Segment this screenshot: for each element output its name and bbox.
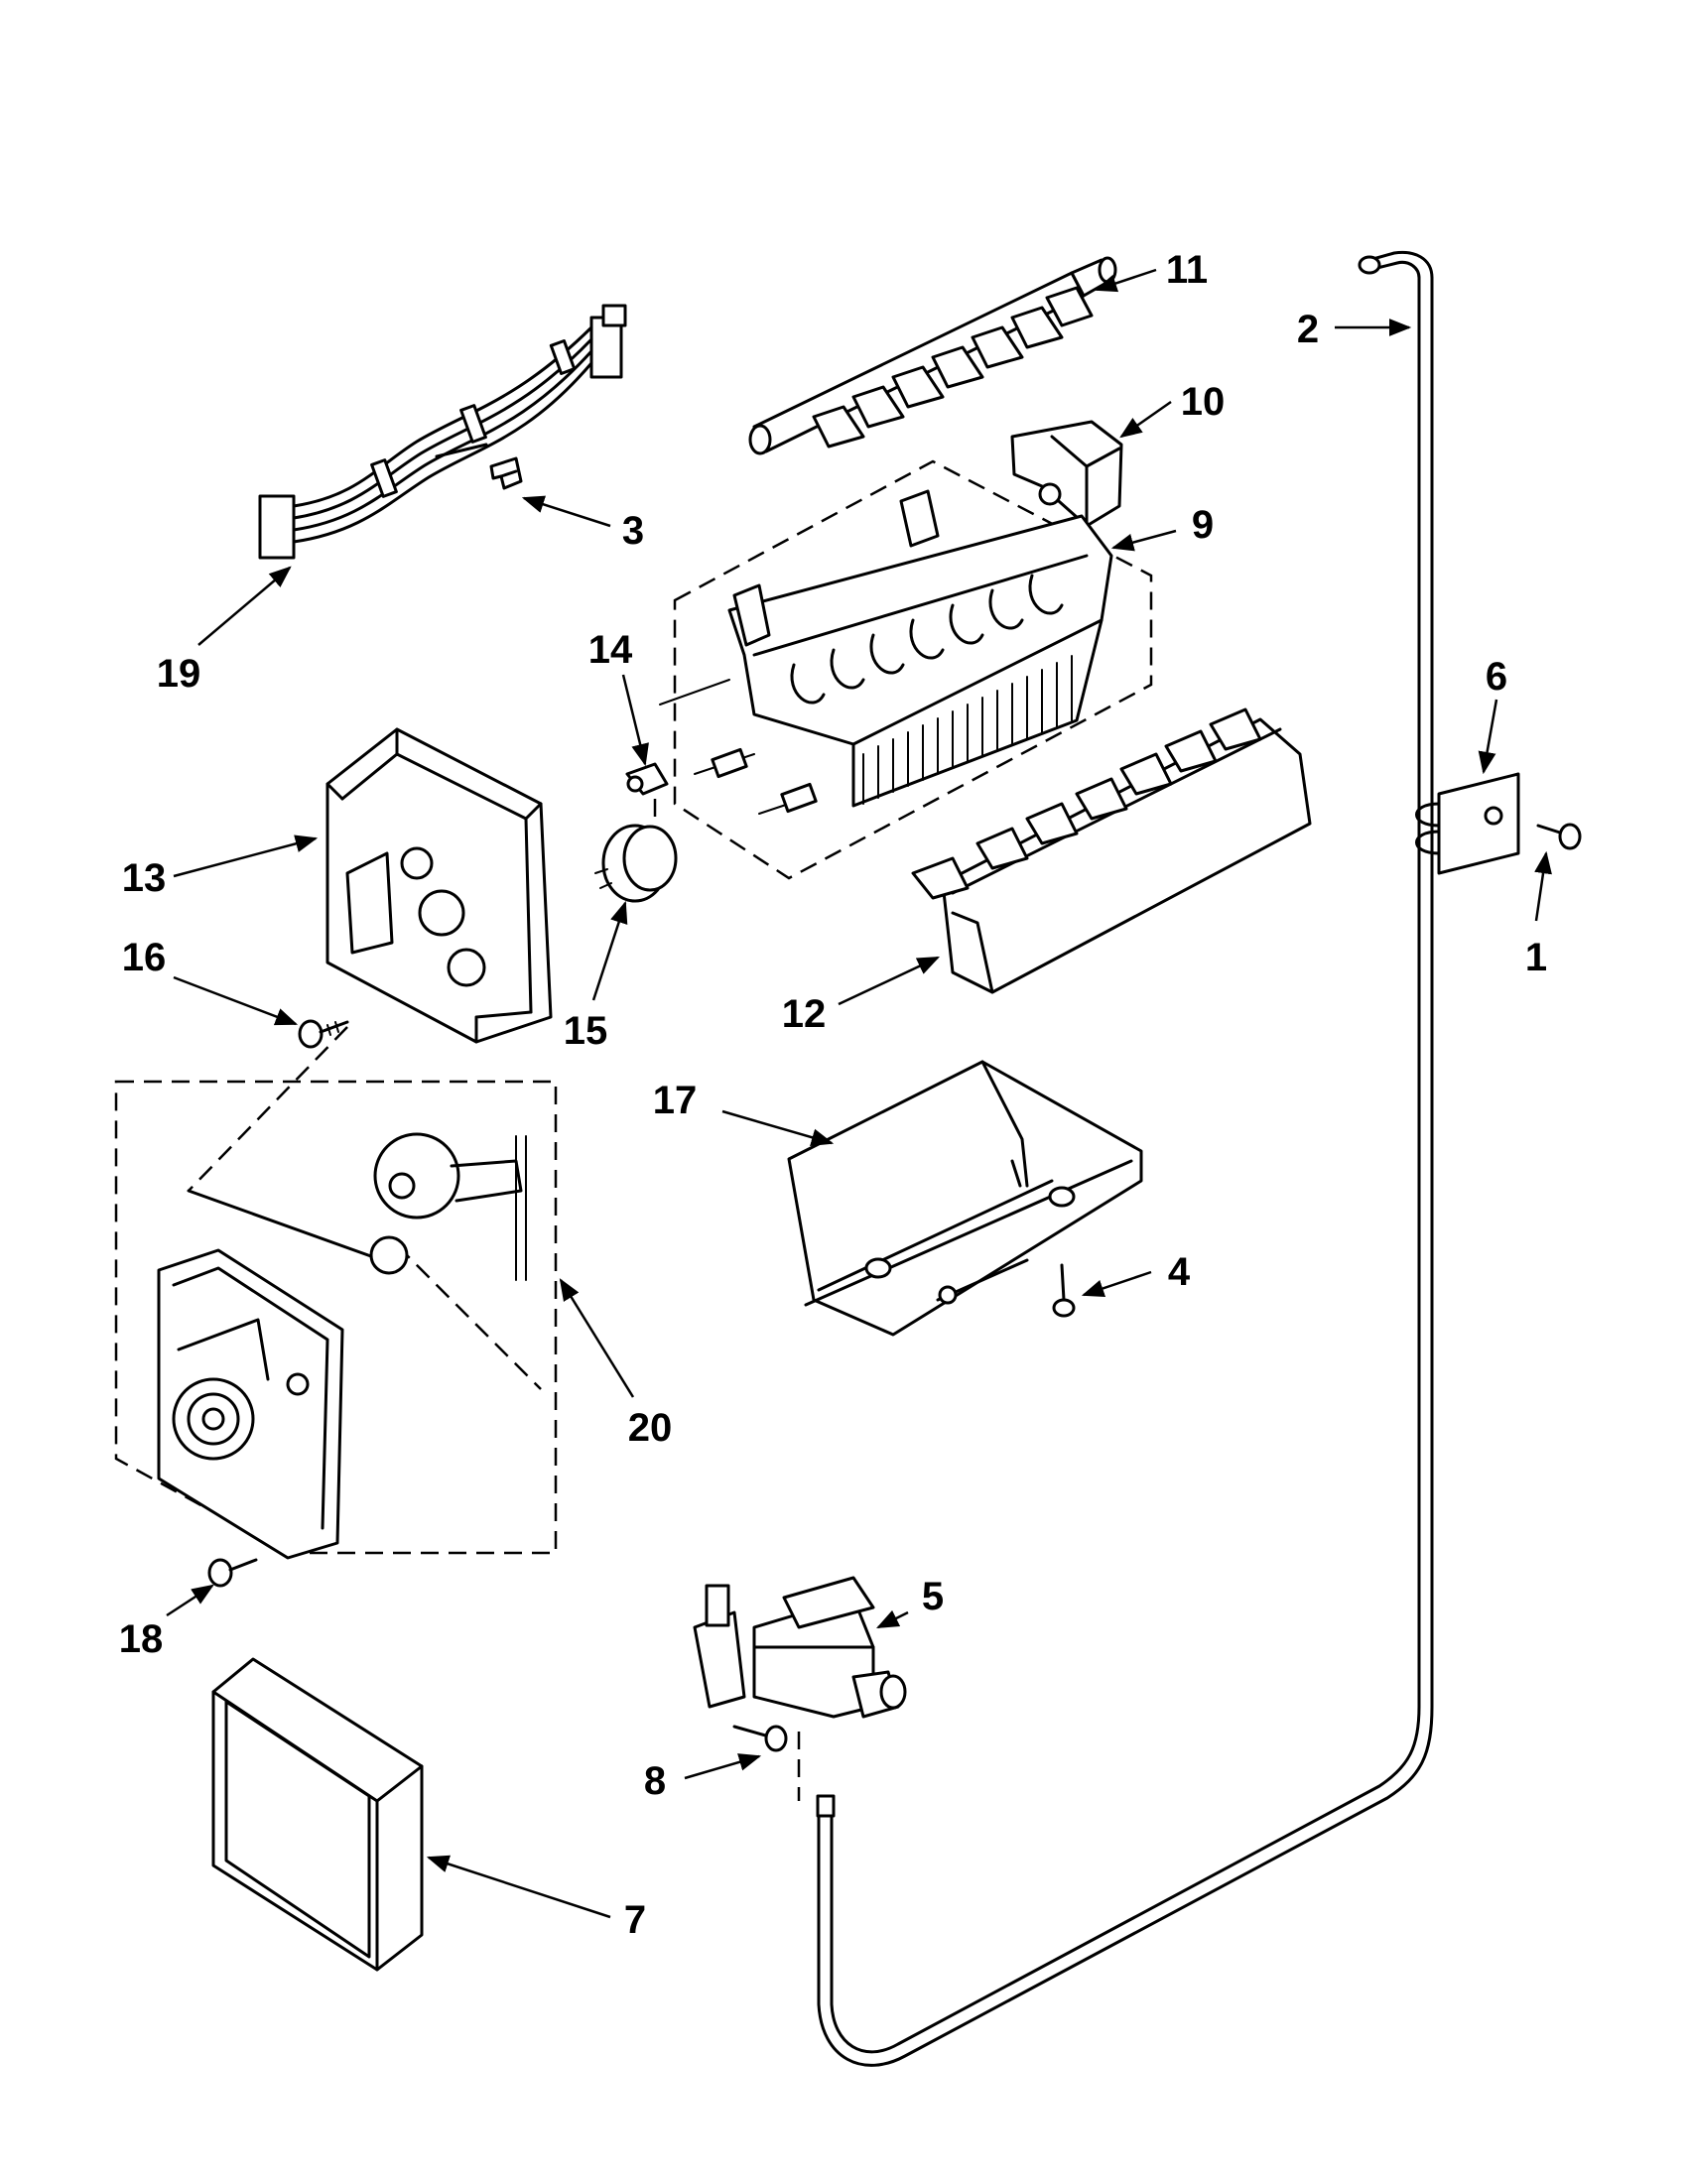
leader-10: [1119, 400, 1172, 439]
callout-13: 13: [122, 856, 167, 900]
part-16-screw: [298, 1019, 349, 1049]
leader-11: [1094, 268, 1157, 293]
callout-6: 6: [1486, 655, 1507, 699]
callout-19: 19: [157, 652, 201, 696]
callout-9: 9: [1192, 503, 1214, 547]
callout-12: 12: [782, 992, 827, 1036]
part-4-screw: [1052, 1263, 1076, 1318]
callout-11: 11: [1166, 248, 1208, 292]
leader-9: [1110, 529, 1177, 552]
leader-4: [1081, 1270, 1152, 1298]
callout-18: 18: [119, 1617, 164, 1661]
part-19-wire-harness: [258, 304, 627, 560]
part-9-mold: [659, 459, 1153, 880]
callout-15: 15: [564, 1009, 608, 1053]
leader-15: [591, 900, 628, 1001]
leader-18: [166, 1584, 214, 1617]
part-20-motor-assembly: [114, 1026, 558, 1560]
leader-1: [1534, 850, 1552, 922]
leader-7: [426, 1855, 611, 1919]
leader-20: [559, 1278, 635, 1398]
leader-19: [197, 566, 292, 646]
part-3-clip: [489, 456, 523, 490]
callout-14: 14: [588, 628, 633, 672]
leader-14: [621, 674, 649, 767]
part-1-screw: [1536, 823, 1582, 850]
part-5-water-valve: [693, 1576, 907, 1719]
leader-12: [838, 956, 941, 1006]
callout-3: 3: [622, 509, 644, 553]
part-10-bracket: [1010, 420, 1123, 528]
part-11-ejector: [748, 256, 1117, 455]
callout-20: 20: [628, 1406, 673, 1450]
leader-17: [721, 1109, 835, 1146]
part-12-stripper: [911, 707, 1312, 994]
part-13-housing: [325, 727, 553, 1044]
leader-lines: [166, 268, 1552, 1919]
part-7-cover: [211, 1657, 424, 1972]
part-6-clamp: [1415, 772, 1520, 875]
part-17-bin: [787, 1060, 1143, 1337]
part-2-water-tube: [797, 250, 1434, 2067]
callout-2: 2: [1297, 308, 1319, 351]
callout-4: 4: [1168, 1250, 1191, 1294]
leader-16: [173, 975, 299, 1026]
part-8-screw: [732, 1725, 788, 1752]
callout-1: 1: [1525, 936, 1547, 979]
callout-16: 16: [122, 936, 167, 979]
part-15-thermostat: [594, 824, 678, 903]
part-18-screw: [207, 1558, 258, 1588]
leader-3: [521, 495, 611, 528]
leader-8: [684, 1753, 762, 1780]
callout-17: 17: [653, 1079, 698, 1122]
leader-13: [173, 835, 319, 878]
callout-labels: 1 2 3 4 5 6 7 8 9 10 11 12 13 14 15 16 1…: [119, 248, 1547, 1942]
leader-6: [1478, 699, 1498, 775]
callout-5: 5: [922, 1575, 944, 1618]
callout-8: 8: [644, 1759, 666, 1803]
callout-10: 10: [1181, 380, 1226, 424]
leader-5: [875, 1609, 909, 1629]
callout-7: 7: [624, 1898, 646, 1942]
